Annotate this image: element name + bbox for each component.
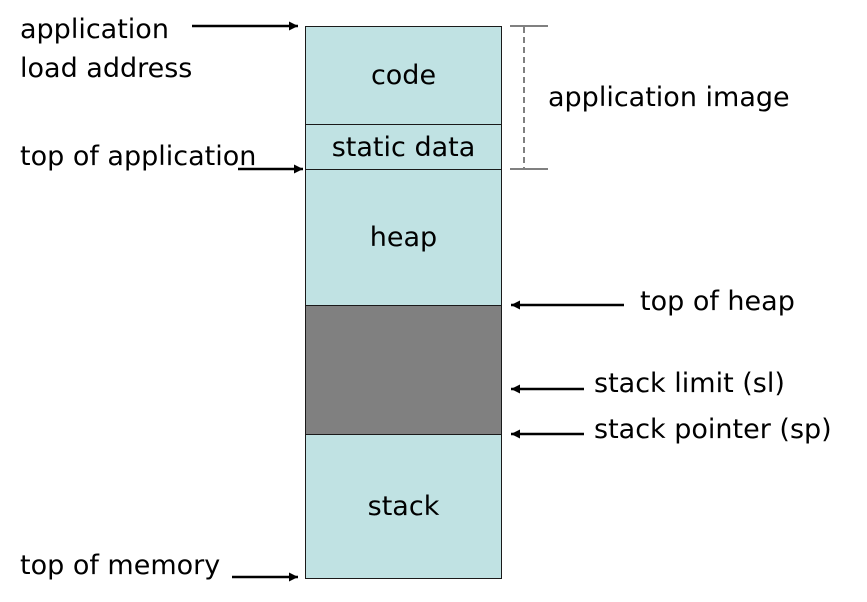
stack-segment: stack <box>305 434 502 579</box>
top-of-heap-label: top of heap <box>640 286 795 317</box>
application-image-label: application image <box>548 82 790 113</box>
top-of-application-label: top of application <box>20 141 257 172</box>
stack-segment-label: stack <box>367 491 440 522</box>
stack-pointer-label: stack pointer (sp) <box>594 414 832 445</box>
application-load-address-label-line1: application <box>20 14 169 45</box>
code-segment-label: code <box>370 60 437 91</box>
stack-limit-label: stack limit (sl) <box>594 368 785 399</box>
static-data-segment-label: static data <box>331 131 476 163</box>
heap-segment-label: heap <box>369 222 438 253</box>
code-segment: code <box>305 26 502 125</box>
application-load-address-label-line2: load address <box>20 53 193 84</box>
top-of-memory-label: top of memory <box>20 550 221 581</box>
free-space-segment <box>305 305 502 435</box>
heap-segment: heap <box>305 169 502 306</box>
